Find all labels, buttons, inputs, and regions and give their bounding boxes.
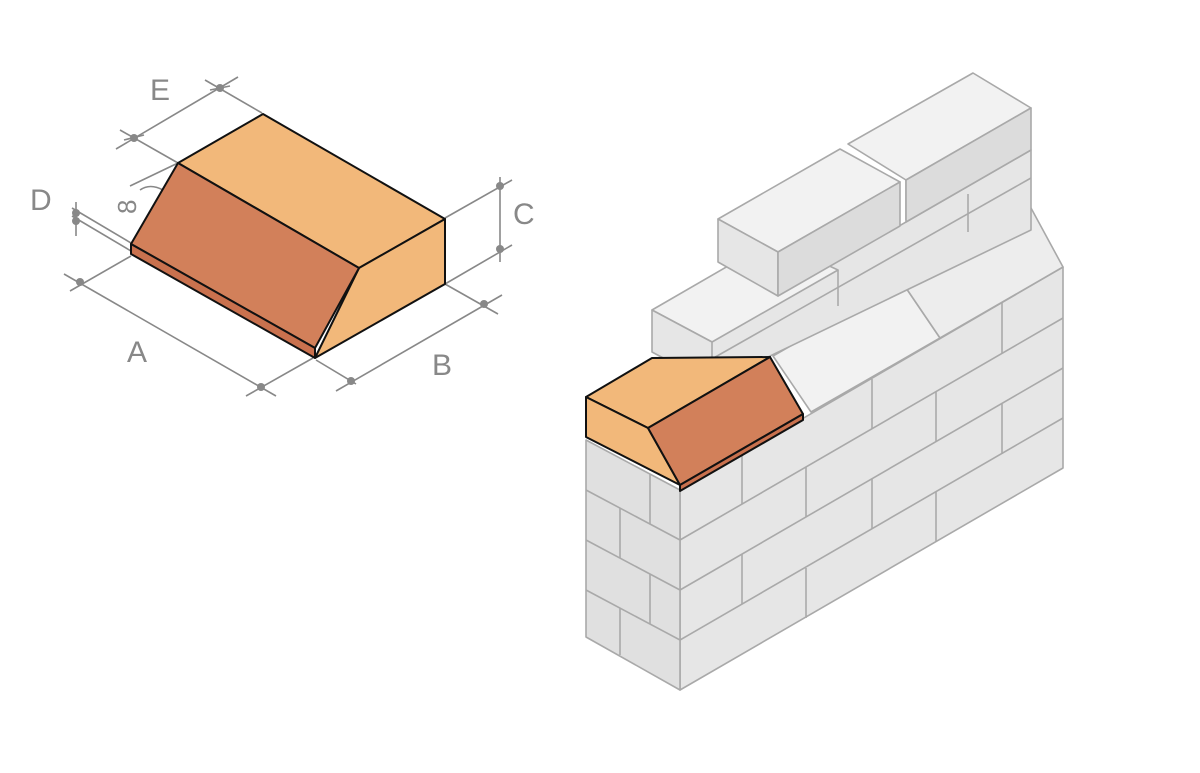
d-dimension-line bbox=[71, 207, 132, 244]
label-c: C bbox=[513, 198, 535, 231]
d-dot-bottom bbox=[72, 217, 80, 225]
placed-coping-brick bbox=[585, 356, 804, 492]
course-line bbox=[585, 539, 681, 591]
label-b: B bbox=[432, 349, 452, 382]
brick-plinth-face bbox=[130, 243, 316, 359]
b-dot-right bbox=[480, 300, 488, 308]
course-line bbox=[585, 589, 681, 641]
c-dot-top bbox=[496, 182, 504, 190]
e-dot-right bbox=[216, 84, 224, 92]
brick-wall bbox=[585, 72, 1064, 691]
d-dimension-line-2 bbox=[71, 215, 132, 252]
coping-brick bbox=[130, 113, 446, 359]
label-a: A bbox=[127, 336, 147, 369]
a-dimension-line bbox=[63, 273, 277, 397]
angle-arc bbox=[139, 185, 164, 191]
dimension-lines bbox=[63, 76, 513, 397]
e-extension-right bbox=[204, 79, 263, 114]
wall-side-courses bbox=[679, 303, 1064, 641]
brick-top-side bbox=[905, 107, 1032, 223]
brick-row1-side bbox=[777, 181, 901, 297]
e-extension-left bbox=[119, 129, 179, 164]
d-dot-top bbox=[72, 209, 80, 217]
course-line bbox=[709, 177, 1032, 361]
placed-brick-plinth bbox=[679, 413, 804, 492]
b-dimension-line bbox=[335, 294, 503, 392]
label-e: E bbox=[150, 74, 170, 107]
label-d: D bbox=[30, 184, 52, 217]
course-line bbox=[585, 489, 681, 541]
a-dot-right bbox=[257, 383, 265, 391]
dimensioned-brick: E D C A B 8 bbox=[30, 74, 535, 397]
a-dot-left bbox=[76, 278, 84, 286]
a-extension-right bbox=[245, 357, 314, 397]
angle-ref-line bbox=[129, 162, 179, 187]
wall-end-courses bbox=[585, 474, 681, 655]
label-angle: 8 bbox=[112, 200, 142, 214]
b-dot-left bbox=[347, 377, 355, 385]
c-dot-bottom bbox=[496, 245, 504, 253]
b-extension-right bbox=[444, 283, 499, 315]
e-dot-left bbox=[130, 134, 138, 142]
